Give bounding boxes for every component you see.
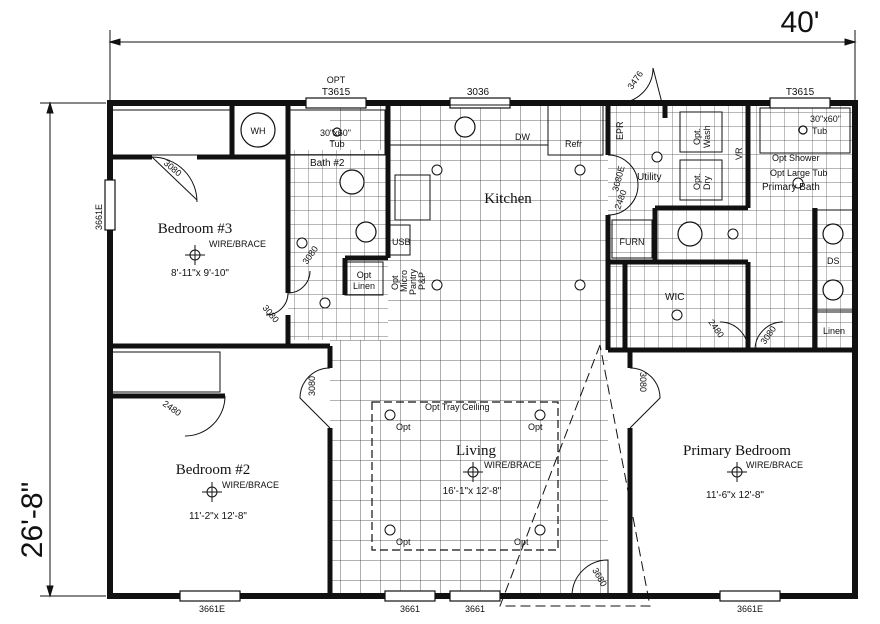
bedroom2-label: Bedroom #2	[176, 462, 251, 478]
bedroom2-size: 11'-2"x 12'-8"	[189, 511, 247, 522]
width-dimension: 40'	[780, 6, 819, 39]
pantry-label-1: Opt	[390, 275, 400, 290]
tray-ceiling-outline	[371, 401, 559, 551]
opt-linen-label-2: Linen	[353, 281, 375, 291]
primary-bedroom-size: 11'-6"x 12'-8"	[706, 490, 764, 501]
opt-linen-label-1: Opt	[357, 270, 372, 280]
sink-icon-3	[822, 279, 844, 301]
kitchen-label: Kitchen	[484, 191, 532, 207]
opt-dry-label-1: Opt.	[692, 173, 702, 190]
water-heater-label: WH	[251, 126, 266, 136]
top-3036: 3036	[467, 87, 490, 98]
toilet-icon-2	[677, 221, 703, 247]
opt-light-label-1: Opt	[396, 422, 411, 432]
tub-left-sub: Tub	[329, 139, 344, 149]
ds-label: DS	[827, 256, 840, 266]
opt-dry-label-2: Dry	[702, 176, 712, 190]
door-3080-bed3-side: 3080	[260, 303, 281, 325]
opt-large-tub-label: Opt Large Tub	[770, 168, 828, 178]
round-fixtures	[240, 112, 844, 301]
tub-right-label: 30"x60"	[810, 114, 841, 124]
dishwasher-label: DW	[515, 132, 530, 142]
depth-dimension: 26'-8"	[16, 482, 49, 558]
top-3476: 3476	[625, 69, 645, 91]
door-3080-bed2: 3080	[307, 376, 317, 396]
opt-light-label-4: Opt	[514, 537, 529, 547]
door-2480-bed2: 2480	[161, 398, 183, 418]
top-t3615-right: T3615	[786, 87, 815, 98]
opt-wash-label-2: Wash	[702, 125, 712, 148]
opt-tray-ceiling-label: Opt Tray Ceiling	[425, 402, 490, 412]
linen-label: Linen	[823, 326, 845, 336]
pantry-label-2: Micro	[399, 270, 409, 292]
bottom-3661e-left: 3661E	[199, 604, 225, 614]
bedroom3-size: 8'-11"x 9'-10"	[171, 268, 229, 279]
sink-icon	[454, 116, 476, 138]
water-heater-icon	[240, 112, 276, 148]
left-3661e: 3661E	[94, 204, 104, 230]
top-opt-label: OPT	[327, 75, 346, 85]
lavatory-icon	[355, 221, 377, 243]
bottom-3661-mid2: 3661	[465, 604, 485, 614]
bottom-3661-mid: 3661	[400, 604, 420, 614]
living-size: 16'-1"x 12'-8"	[443, 486, 502, 497]
dimension-lines	[40, 30, 857, 598]
living-note: WIRE/BRACE	[484, 460, 541, 470]
vr-label: VR	[734, 147, 744, 160]
opt-wash-label-1: Opt.	[692, 128, 702, 145]
tub-drain-icon-2	[798, 125, 808, 135]
utility-label: Utility	[637, 172, 661, 183]
primary-bedroom-label: Primary Bedroom	[683, 443, 791, 459]
bedroom3-note: WIRE/BRACE	[209, 239, 266, 249]
furnace-label: FURN	[620, 237, 645, 247]
opt-light-label-3: Opt	[396, 537, 411, 547]
door-3080-bed3: 3080	[162, 158, 184, 179]
opt-light-label-2: Opt	[528, 422, 543, 432]
porch-outline	[499, 344, 651, 607]
bath2-label: Bath #2	[310, 158, 345, 169]
cabinets	[109, 104, 854, 393]
tub-left-label: 30"x60"	[320, 128, 351, 138]
doors	[151, 67, 784, 597]
primary-bath-label: Primary Bath	[762, 182, 820, 193]
bedroom2-note: WIRE/BRACE	[222, 480, 279, 490]
bedroom3-label: Bedroom #3	[158, 221, 233, 237]
door-3080-primary: 3080	[638, 372, 648, 392]
pantry-label-3: Pantry	[408, 268, 418, 295]
tub-drain-icon	[332, 127, 342, 137]
wic-label: WIC	[665, 292, 684, 303]
epr-label: EPR	[615, 121, 625, 140]
toilet-icon	[339, 169, 365, 195]
windows	[104, 97, 831, 602]
pantry-label-4: P&P	[417, 272, 427, 290]
tile-floors	[288, 105, 853, 595]
tub-right-sub: Tub	[812, 126, 827, 136]
usb-label: USB	[392, 237, 411, 247]
top-t3615-left: T3615	[322, 87, 351, 98]
living-label: Living	[456, 443, 496, 459]
bottom-3661e-right: 3661E	[737, 604, 763, 614]
opt-shower-label: Opt Shower	[772, 153, 820, 163]
refrigerator-label: Refr	[565, 139, 582, 149]
primary-bedroom-note: WIRE/BRACE	[746, 460, 803, 470]
sink-icon-2	[822, 223, 844, 245]
light-fixtures	[185, 151, 804, 536]
